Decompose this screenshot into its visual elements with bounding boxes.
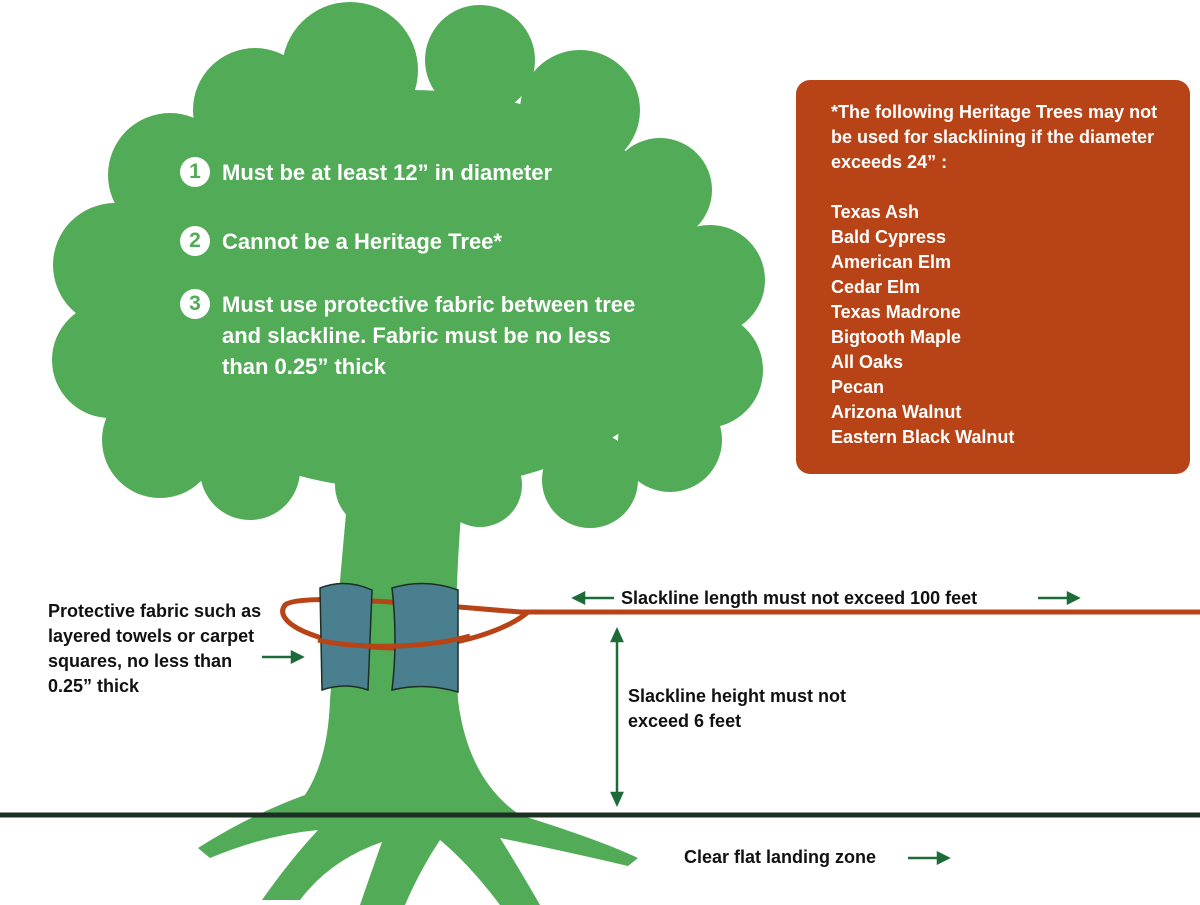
landing-arrow bbox=[908, 850, 951, 866]
rule-text-2: Cannot be a Heritage Tree* bbox=[222, 229, 502, 254]
heritage-tree-item: Arizona Walnut bbox=[831, 402, 962, 422]
tree-trunk bbox=[198, 470, 638, 905]
heritage-tree-item: Cedar Elm bbox=[831, 277, 921, 297]
height-label: Slackline height must not exceed 6 feet bbox=[628, 686, 847, 731]
length-label: Slackline length must not exceed 100 fee… bbox=[621, 588, 978, 608]
rule-2: 2 Cannot be a Heritage Tree* bbox=[180, 226, 662, 257]
heritage-tree-item: Texas Madrone bbox=[831, 302, 961, 322]
heritage-tree-item: Pecan bbox=[831, 377, 885, 397]
rule-number-2: 2 bbox=[180, 226, 210, 256]
fabric-arrow bbox=[262, 649, 305, 665]
rule-text-3: Must use protective fabric between tree … bbox=[222, 292, 636, 379]
rule-1: 1 Must be at least 12” in diameter bbox=[180, 157, 662, 188]
heritage-tree-item: Texas Ash bbox=[831, 202, 920, 222]
heritage-tree-item: American Elm bbox=[831, 252, 952, 272]
heritage-tree-item: Bigtooth Maple bbox=[831, 327, 961, 347]
heritage-tree-item: All Oaks bbox=[831, 352, 904, 372]
rule-text-1: Must be at least 12” in diameter bbox=[222, 160, 553, 185]
rule-3: 3 Must use protective fabric between tre… bbox=[180, 289, 662, 382]
heritage-tree-item: Eastern Black Walnut bbox=[831, 427, 1015, 447]
heritage-trees-panel: *The following Heritage Trees may not be… bbox=[796, 80, 1190, 474]
length-arrow bbox=[571, 590, 1081, 606]
heritage-note: *The following Heritage Trees may not be… bbox=[831, 102, 1158, 172]
rule-number-1: 1 bbox=[180, 157, 210, 187]
protective-fabric bbox=[319, 582, 459, 694]
heritage-tree-item: Bald Cypress bbox=[831, 227, 947, 247]
tree-canopy bbox=[52, 2, 765, 530]
slackline-front bbox=[317, 633, 471, 649]
height-arrow bbox=[610, 626, 624, 808]
rule-number-3: 3 bbox=[180, 289, 210, 319]
heritage-tree-list: Texas Ash Bald Cypress American Elm Ceda… bbox=[831, 200, 1170, 450]
fabric-label: Protective fabric such as layered towels… bbox=[48, 601, 262, 696]
landing-label: Clear flat landing zone bbox=[684, 847, 877, 867]
